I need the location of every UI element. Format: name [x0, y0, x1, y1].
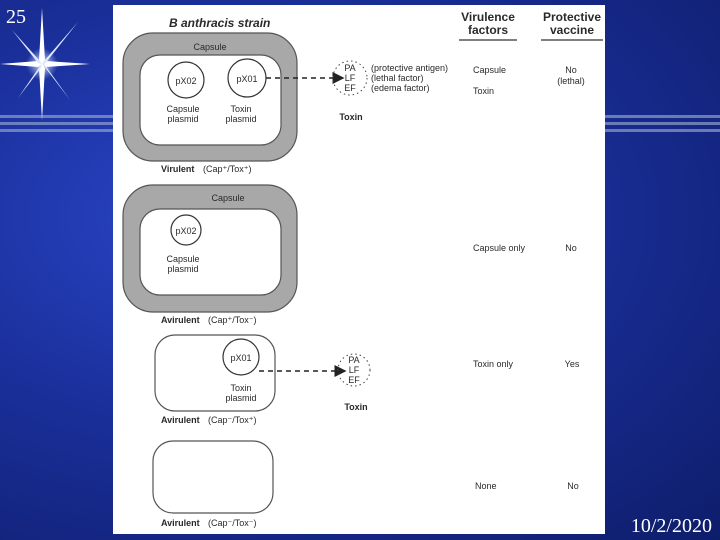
toxin-ef: EF [344, 83, 356, 93]
diagram-panel: B anthracis strain Virulence factors Pro… [113, 5, 605, 534]
genotype: (Cap⁻/Tox⁻) [208, 518, 257, 528]
vaccine-value: No [565, 65, 577, 75]
strain-row-cap-only: Capsule pX02 Capsule plasmid Avirulent (… [122, 184, 577, 325]
bacterial-cell [152, 440, 274, 514]
toxin-label: Toxin [339, 112, 362, 122]
plasmid-px01-label: pX01 [230, 353, 251, 363]
toxin-cluster [332, 60, 368, 96]
capsule-plasmid-label-1: Capsule [166, 254, 199, 264]
toxin-plasmid-label-1: Toxin [230, 383, 251, 393]
toxin-desc-ef: (edema factor) [371, 83, 430, 93]
col-virulence-line1: Virulence [461, 10, 515, 24]
genotype: (Cap⁺/Tox⁻) [208, 315, 257, 325]
toxin-lf: LF [345, 73, 356, 83]
toxin-pa: PA [348, 355, 359, 365]
virulence-factor-2: Toxin [473, 86, 494, 96]
toxin-plasmid-label-1: Toxin [230, 104, 251, 114]
toxin-desc-lf: (lethal factor) [371, 73, 424, 83]
vaccine-value: No [567, 481, 579, 491]
plasmid-px02 [170, 214, 202, 246]
toxin-plasmid-label-2: plasmid [225, 393, 256, 403]
vaccine-value: No [565, 243, 577, 253]
bacterial-cell [139, 208, 282, 296]
col-virulence-line2: factors [468, 23, 508, 37]
plasmid-px02-label: pX02 [175, 76, 196, 86]
col-vaccine-line2: vaccine [550, 23, 594, 37]
bacterial-cell [154, 334, 276, 412]
col-vaccine-line1: Protective [543, 10, 601, 24]
strain-type: Avirulent [161, 315, 200, 325]
strain-row-none: Avirulent (Cap⁻/Tox⁻) None No [152, 440, 579, 528]
slide-number: 25 [6, 6, 26, 28]
strain-type: Avirulent [161, 415, 200, 425]
vaccine-note: (lethal) [557, 76, 585, 86]
virulence-factor-1: None [475, 481, 497, 491]
plasmid-px02 [167, 61, 205, 99]
capsule-plasmid-label-2: plasmid [167, 264, 198, 274]
capsule-plasmid-label-2: plasmid [167, 114, 198, 124]
toxin-desc-pa: (protective antigen) [371, 63, 448, 73]
strain-type: Virulent [161, 164, 194, 174]
capsule-plasmid-label-1: Capsule [166, 104, 199, 114]
strain-type: Avirulent [161, 518, 200, 528]
toxin-label: Toxin [344, 402, 367, 412]
strain-title: B anthracis strain [169, 16, 270, 30]
capsule-label: Capsule [193, 42, 226, 52]
slide-date: 10/2/2020 [630, 515, 712, 537]
genotype: (Cap⁻/Tox⁺) [208, 415, 257, 425]
vaccine-value: Yes [565, 359, 580, 369]
toxin-plasmid-label-2: plasmid [225, 114, 256, 124]
plasmid-px01 [222, 338, 260, 376]
genotype: (Cap⁺/Tox⁺) [203, 164, 252, 174]
plasmid-px01-label: pX01 [236, 74, 257, 84]
capsule-label: Capsule [211, 193, 244, 203]
plasmid-px02-label: pX02 [175, 226, 196, 236]
strain-row-tox-only: pX01 Toxin plasmid PA LF EF Toxin Avirul… [154, 334, 580, 425]
virulence-factor-1: Capsule only [473, 243, 526, 253]
virulence-factor-1: Toxin only [473, 359, 514, 369]
toxin-pa: PA [344, 63, 355, 73]
star-sparkle-icon [0, 8, 90, 120]
toxin-lf: LF [349, 365, 360, 375]
virulence-factor-1: Capsule [473, 65, 506, 75]
toxin-cluster [337, 353, 371, 387]
strain-row-virulent: Capsule pX02 pX01 Capsule plasmid Toxin … [122, 32, 585, 174]
toxin-ef: EF [348, 375, 360, 385]
